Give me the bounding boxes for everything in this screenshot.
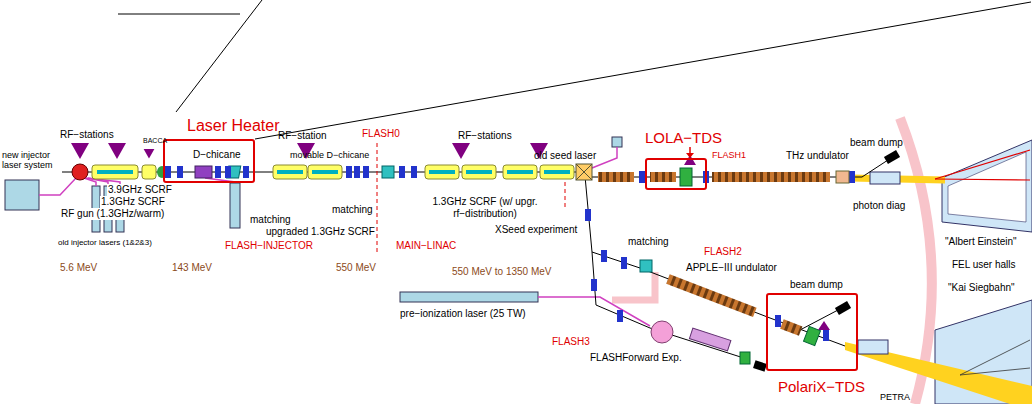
text-label: FLASH−INJECTOR — [225, 240, 313, 252]
photon-beamline — [935, 150, 1030, 179]
callout-box: PolariX−TDS — [766, 293, 858, 371]
laser-box — [5, 180, 39, 210]
tds-cavity — [740, 352, 750, 364]
text-label: movable D−chicane — [290, 150, 369, 160]
text-label: FLASH2 — [704, 246, 742, 258]
laser-line — [39, 147, 650, 326]
undulator — [598, 172, 830, 336]
laser-box — [400, 292, 538, 302]
section-boundary — [565, 182, 566, 210]
text-label: FLASHForward Exp. — [590, 352, 682, 364]
text-label: pre−ionization laser (25 TW) — [400, 308, 526, 320]
text-label: XSeed experiment — [495, 224, 577, 236]
section-boundary — [377, 143, 378, 255]
tds-cavity — [680, 168, 692, 186]
laser-box — [230, 183, 240, 228]
photon-beamline — [935, 179, 1030, 180]
text-label: RF−stations — [60, 129, 114, 141]
text-label: 143 MeV — [172, 262, 212, 274]
text-label: RF gun (1.3GHz/warm) — [60, 208, 165, 220]
text-label: "Kai Siegbahn" — [948, 282, 1015, 294]
callout-heading: LOLA−TDS — [645, 130, 722, 147]
photon-beamline — [960, 368, 1030, 375]
matching-section — [640, 260, 652, 272]
text-label: FEL user halls — [952, 259, 1016, 271]
text-label: upgraded 1.3GHz SCRF — [266, 226, 375, 238]
text-label: RF−station — [278, 130, 327, 142]
laser-box — [612, 137, 622, 147]
photon-beamline — [960, 340, 1030, 375]
rf-station — [818, 321, 830, 330]
callout-arrow — [689, 147, 691, 153]
text-label: 3.9GHz SCRF — [107, 184, 173, 196]
leader-line — [118, 14, 240, 15]
callout-box: LOLA−TDS — [645, 158, 707, 190]
matching-section — [382, 166, 394, 178]
plasma-cell — [651, 321, 673, 343]
callout-heading: Laser Heater — [187, 117, 280, 135]
text-label: APPLE−III undulator — [686, 262, 777, 274]
text-label: MAIN−LINAC — [396, 240, 456, 252]
text-label: D−chicane — [193, 149, 241, 161]
beam-dump — [884, 150, 900, 164]
text-label: matching — [250, 214, 291, 226]
text-label: "Albert Einstein" — [945, 236, 1017, 248]
text-label: 1.3GHz SCRF (w/ upgr. rf−distribution) — [420, 196, 550, 219]
leader-line — [255, 2, 1031, 139]
text-label: photon diag — [853, 200, 905, 212]
text-label: matching — [628, 236, 669, 248]
text-label: new injector laser system — [2, 150, 54, 171]
tds-cavity — [804, 326, 821, 345]
text-label: 5.6 MeV — [60, 262, 97, 274]
text-label: matching — [332, 204, 373, 216]
text-label: 1.3GHz SCRF — [100, 196, 166, 208]
flashforward-chamber — [689, 328, 730, 351]
text-label: FLASH3 — [552, 336, 590, 348]
beam-dump — [753, 360, 767, 371]
laser-heater-undulator — [195, 166, 212, 178]
callout-heading: PolariX−TDS — [778, 379, 865, 396]
text-label: RF−stations — [458, 130, 512, 142]
photon-diagnostics — [858, 340, 888, 354]
text-label: FLASH1 — [712, 150, 746, 160]
shielding-wall — [612, 272, 655, 300]
electron-beamline — [62, 160, 888, 360]
thz-undulator — [836, 171, 849, 183]
photon-diagnostics — [870, 172, 900, 184]
text-label: beam dump — [790, 279, 843, 291]
beam-dump — [835, 301, 851, 315]
rf-gun — [72, 164, 88, 180]
text-label: old seed laser — [534, 150, 596, 162]
text-label: 550 MeV — [336, 262, 376, 274]
text-label: 550 MeV to 1350 MeV — [452, 266, 552, 278]
xseed-chamber — [576, 164, 592, 180]
text-label: BACCA — [143, 137, 167, 145]
text-label: old injector lasers (1&2&3) — [58, 238, 152, 247]
leader-line — [176, 0, 262, 112]
text-label: THz undulator — [786, 150, 849, 162]
text-label: PETRA — [880, 392, 910, 402]
text-label: FLASH0 — [362, 128, 400, 140]
callout-box: Laser Heater — [163, 139, 255, 183]
magnet — [165, 166, 855, 341]
text-label: beam dump — [850, 137, 903, 149]
